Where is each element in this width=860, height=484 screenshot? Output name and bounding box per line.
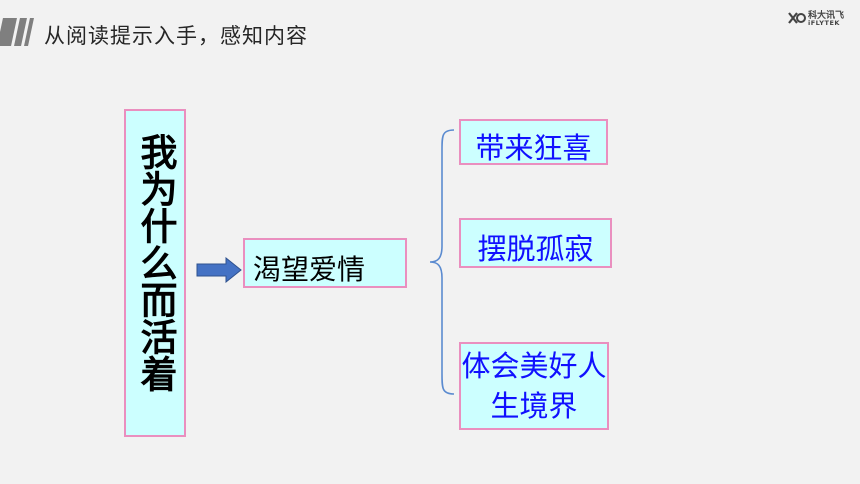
title-decoration-bars: [0, 18, 40, 46]
branch-box-2: 摆脱孤寂: [459, 218, 612, 268]
iflytek-logo: 科大讯飞 iFLYTEK: [788, 8, 848, 30]
slide-title: 从阅读提示入手，感知内容: [44, 24, 308, 48]
logo-en-text: iFLYTEK: [808, 19, 840, 27]
right-arrow-icon: [196, 257, 242, 283]
curly-brace: [429, 129, 455, 395]
main-question-text: 我为什么而活着: [134, 133, 177, 392]
branch-text-2: 摆脱孤寂: [477, 232, 594, 266]
branch-box-1: 带来狂喜: [459, 119, 608, 165]
branch-text-1: 带来狂喜: [475, 131, 592, 165]
branch-text-3: 体会美好人生境界: [461, 349, 607, 423]
middle-node-text: 渴望爱情: [253, 253, 366, 286]
middle-node-box: 渴望爱情: [243, 238, 407, 288]
slide-header: 从阅读提示入手，感知内容 科大讯飞 iFLYTEK: [0, 0, 860, 60]
iflytek-logo-icon: [788, 12, 806, 24]
main-question-box: 我为什么而活着: [124, 109, 186, 437]
branch-box-3: 体会美好人生境界: [459, 342, 609, 430]
logo-cn-text: 科大讯飞: [808, 11, 845, 21]
